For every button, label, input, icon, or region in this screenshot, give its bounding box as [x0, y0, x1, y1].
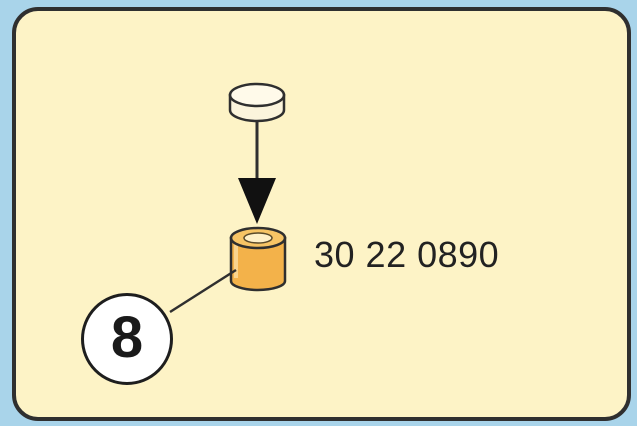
part-number-label: 30 22 0890 — [314, 234, 500, 275]
installer-sleeve-icon — [229, 226, 287, 292]
callout-number-badge: 8 — [81, 293, 173, 385]
cap-disc-icon — [228, 82, 286, 123]
down-arrow-icon — [238, 121, 276, 224]
callout-leader-line — [169, 268, 237, 314]
